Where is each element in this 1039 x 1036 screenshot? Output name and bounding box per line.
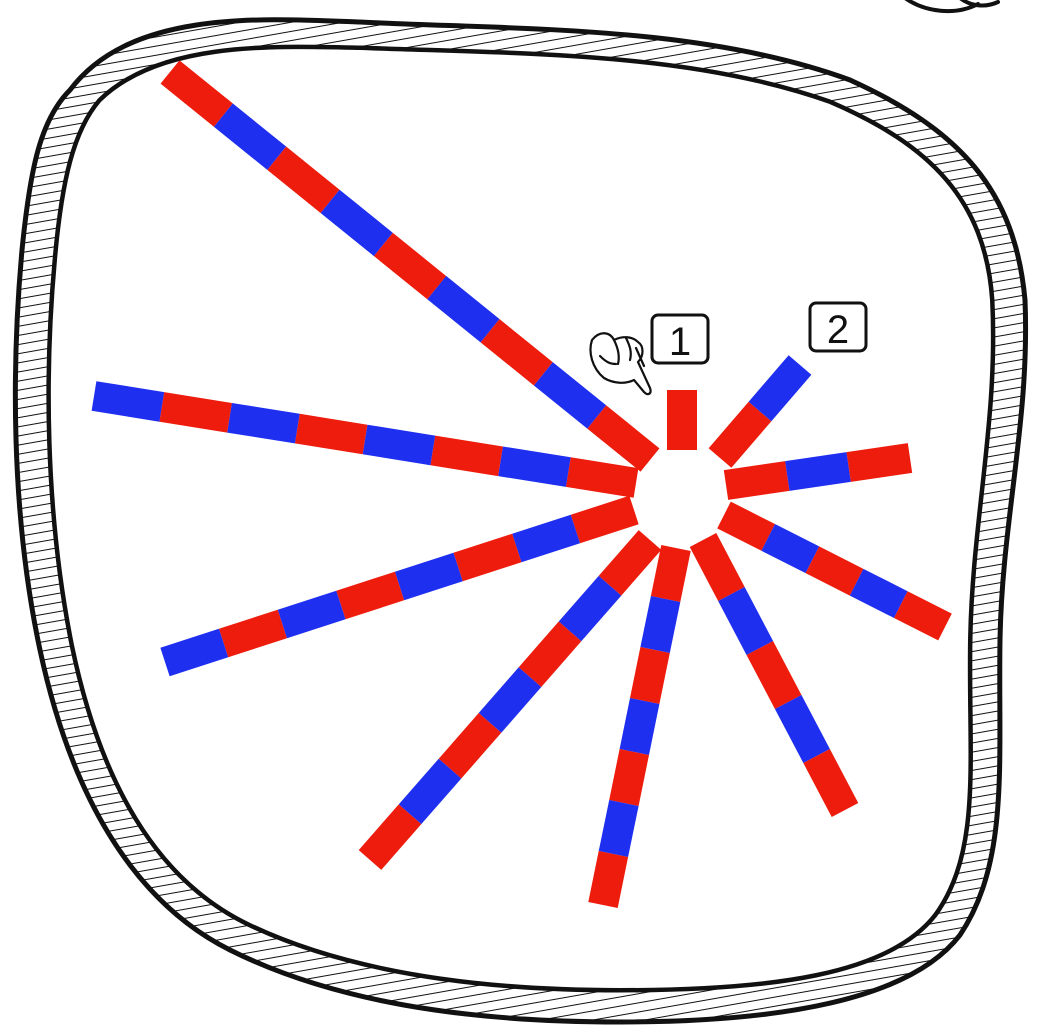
rod-6-segment-7-red [603,854,613,905]
rod-3-segment-3-red [849,458,910,467]
rod-8-segment-3-red [458,548,517,567]
rod-4-segment-4-blue [857,582,901,604]
rod-6-segment-2-blue [655,599,666,650]
rod-4-segment-3-red [812,560,856,582]
rod-3-segment-1-red [726,476,787,485]
rod-9-segment-1-red [568,472,636,483]
rod-4-segment-5-red [901,605,945,627]
rod-9-segment-5-red [297,429,365,440]
label-2-box: 2 [810,303,866,352]
rod-8-segment-4-blue [400,567,459,586]
rod-4-segment-1-red [724,515,768,537]
rod-8-segment-5-red [341,586,400,605]
rod-6-segment-6-blue [613,803,624,854]
rod-6-segment-1-red [666,548,676,599]
rod-3-segment-2-blue [787,467,848,476]
rod-9-segment-3-red [433,450,501,461]
enclosure-interior [49,47,993,990]
rod-4-segment-2-blue [768,537,812,559]
rod-9-segment-6-blue [230,418,298,429]
rod-9-segment-7-red [162,407,230,418]
rod-8-segment-6-blue [282,605,341,624]
rod-6-segment-5-red [624,752,634,803]
rod-8-segment-2-blue [517,529,576,548]
label-1-text: 1 [669,320,691,364]
rod-9-segment-4-blue [365,440,433,451]
rod-9-segment-2-blue [501,461,569,472]
rod-8-segment-1-red [575,510,634,529]
rod-6-segment-3-red [645,650,655,701]
corner-doodle [905,0,998,11]
rod-8-segment-7-red [224,624,283,643]
rod-8-segment-8-blue [165,643,224,662]
label-2-text: 2 [827,308,849,352]
rod-9-segment-8-blue [94,396,162,407]
rod-6-segment-4-blue [634,701,644,752]
label-1-box: 1 [652,315,708,364]
